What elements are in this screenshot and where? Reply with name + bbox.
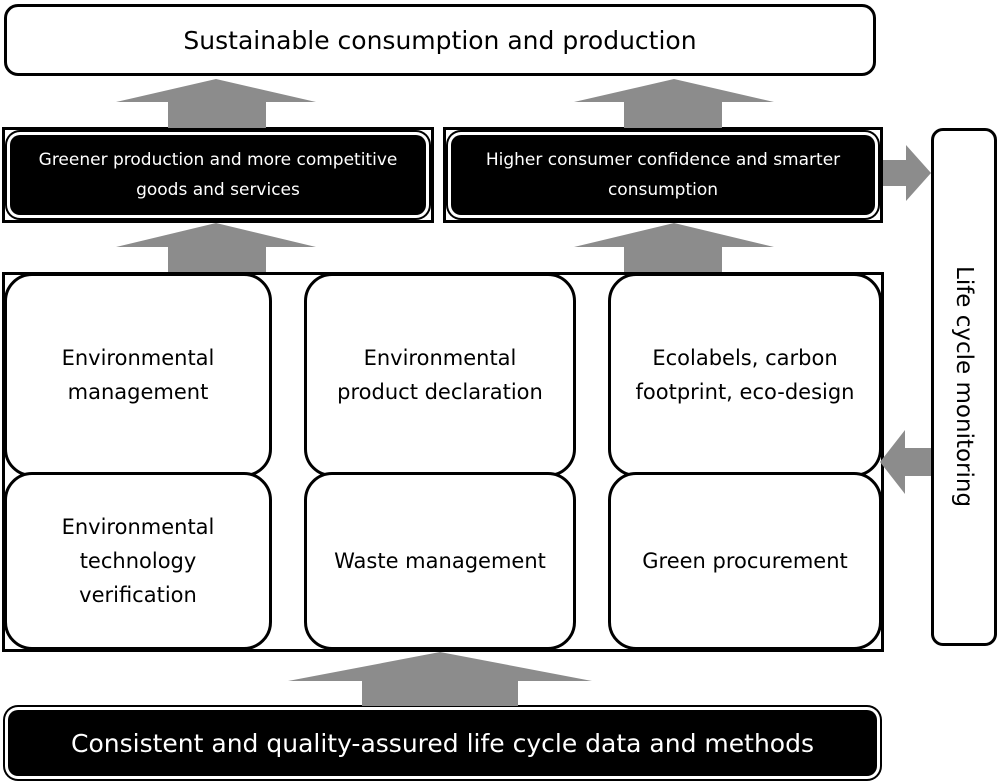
arrow-left-from-panel bbox=[880, 430, 931, 494]
tool-ecolabels: Ecolabels, carbon footprint, eco-design bbox=[608, 273, 882, 477]
tool-environmental-management: Environmental management bbox=[4, 273, 272, 477]
arrow-up-bottom bbox=[288, 652, 592, 706]
outcome-right-box: Higher consumer confidence and smarter c… bbox=[451, 135, 875, 215]
outcome-right-label: Higher consumer confidence and smarter c… bbox=[485, 150, 841, 200]
side-panel-label: Life cycle monitoring bbox=[951, 266, 977, 508]
tool-environmental-technology-verification: Environmental technology verification bbox=[4, 472, 272, 650]
tool-green-procurement: Green procurement bbox=[608, 472, 882, 650]
arrow-up-right-top bbox=[574, 79, 774, 128]
bottom-box: Consistent and quality-assured life cycl… bbox=[8, 710, 877, 776]
outcome-left-box: Greener production and more competitive … bbox=[10, 135, 426, 215]
arrow-up-left-top bbox=[116, 79, 316, 128]
arrow-right-to-panel bbox=[883, 145, 931, 201]
bottom-box-label: Consistent and quality-assured life cycl… bbox=[71, 728, 814, 758]
arrow-up-left-mid bbox=[116, 223, 316, 272]
side-panel: Life cycle monitoring bbox=[931, 128, 997, 646]
tool-waste-management: Waste management bbox=[304, 472, 576, 650]
arrow-up-right-mid bbox=[574, 223, 774, 272]
outcome-left-label: Greener production and more competitive … bbox=[38, 150, 398, 200]
top-box-label: Sustainable consumption and production bbox=[183, 25, 697, 55]
top-box: Sustainable consumption and production bbox=[4, 4, 876, 76]
tool-environmental-product-declaration: Environmental product declaration bbox=[304, 273, 576, 477]
